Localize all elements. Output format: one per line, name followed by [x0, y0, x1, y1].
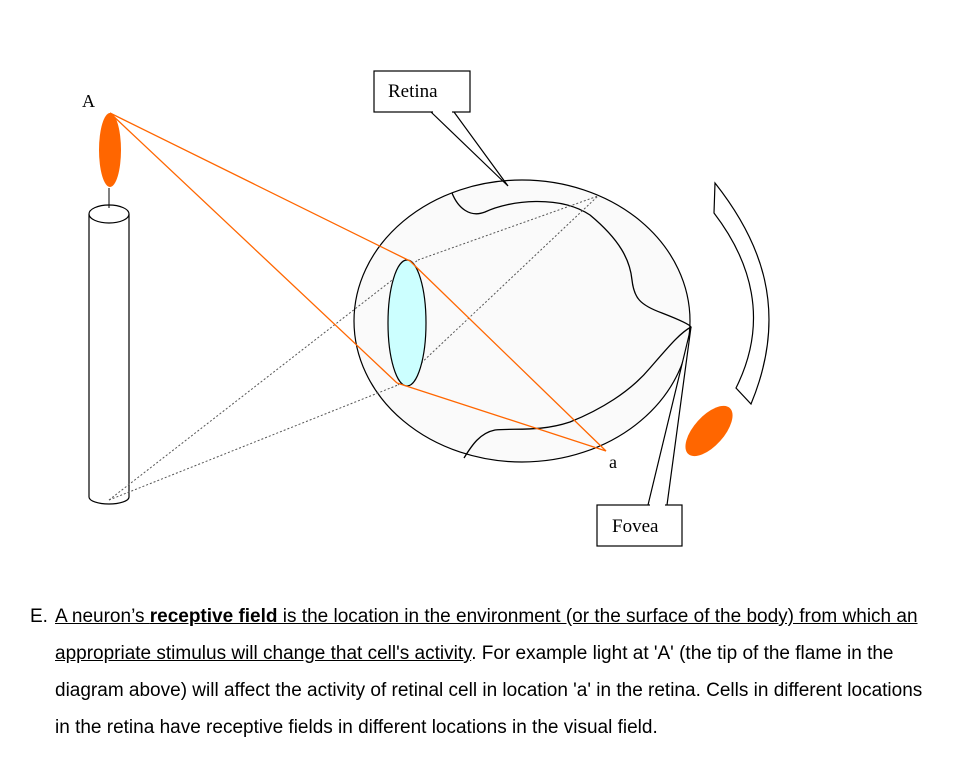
candle	[88, 188, 130, 505]
receptive-field-term: receptive field	[149, 606, 278, 627]
example-text: . For example light at 'A' (the tip of t…	[55, 643, 923, 738]
label-a: a	[609, 452, 617, 472]
curved-arrow	[713, 181, 770, 406]
label-A: A	[82, 91, 95, 111]
definition-part2: is the location in the environment (or t…	[55, 606, 918, 664]
lens	[387, 259, 427, 387]
definition-part1: A neuron’s	[55, 606, 150, 627]
dotted-rays	[108, 195, 599, 501]
retina-label: Retina	[388, 81, 438, 102]
caption-paragraph: A neuron’s receptive field is the locati…	[55, 598, 930, 746]
retina-callout: Retina	[373, 70, 509, 187]
fovea-label: Fovea	[612, 516, 659, 537]
fovea-callout: Fovea	[596, 326, 692, 547]
retinal-image	[685, 405, 733, 457]
eyeball	[353, 179, 691, 463]
candle-flame	[99, 113, 121, 187]
caption: E. A neuron’s receptive field is the loc…	[30, 598, 930, 746]
light-rays	[109, 112, 607, 452]
list-marker: E.	[30, 606, 48, 627]
eye-diagram: A a Retina Fovea	[82, 70, 770, 547]
